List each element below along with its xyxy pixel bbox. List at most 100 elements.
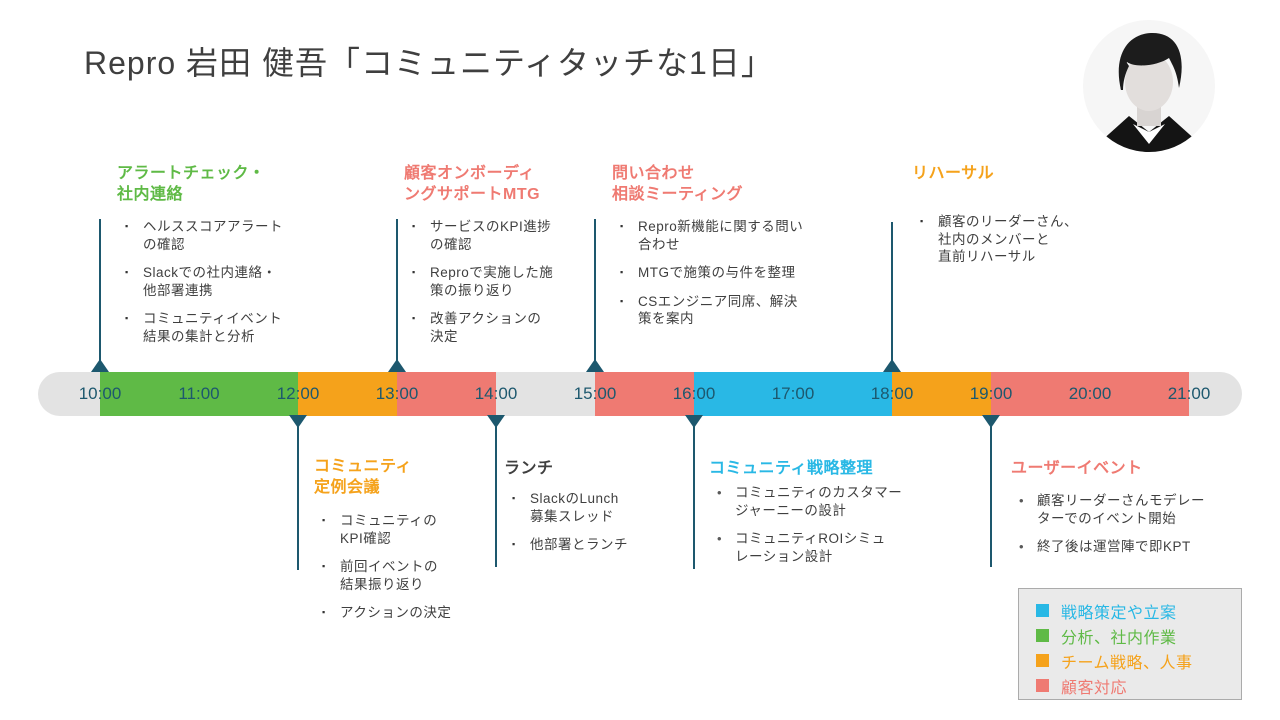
callout-bullets: ▪コミュニティの KPI確認 ▪ 前回イベントの 結果振り返り ▪ アクションの決定: [322, 512, 472, 633]
callout-bullet-text: 前回イベントの 結果振り返り: [340, 559, 438, 592]
callout-bullet-text: Repro新機能に関する問い 合わせ: [638, 219, 804, 252]
event-callout: 問い合わせ 相談ミーティング: [612, 163, 743, 205]
callout-bullet: ▪コミュニティの KPI確認: [322, 512, 472, 547]
square-bullet-icon: ▪: [125, 221, 129, 231]
legend-swatch: [1036, 629, 1049, 642]
connector-line: [693, 426, 695, 569]
connector-arrow-icon: [883, 359, 901, 372]
callout-bullet-text: 改善アクションの 決定: [430, 311, 542, 344]
connector-line: [990, 426, 992, 567]
connector-line: [594, 219, 596, 362]
event-callout: リハーサル: [912, 163, 994, 184]
hour-label: 18:00: [870, 384, 914, 403]
callout-bullet: ▪ 前回イベントの 結果振り返り: [322, 558, 472, 593]
square-bullet-icon: ▪: [412, 267, 416, 277]
legend-item: 戦略策定や立案: [1036, 598, 1241, 623]
round-bullet-icon: •: [1019, 493, 1025, 508]
hour-label: 14:00: [474, 384, 518, 403]
callout-bullets: •コミュニティのカスタマー ジャーニーの設計 • コミュニティROIシミュ レーショ…: [717, 484, 927, 576]
timeline-segment: [991, 372, 1189, 416]
legend-label: 分析、社内作業: [1061, 629, 1177, 647]
round-bullet-icon: •: [717, 531, 723, 546]
callout-bullet-text: ヘルススコアアラート の確認: [143, 219, 283, 252]
square-bullet-icon: ▪: [322, 561, 326, 571]
connector-arrow-icon: [586, 359, 604, 372]
callout-bullets: ▪ SlackのLunch 募集スレッド ▪ 他部署とランチ: [512, 490, 662, 565]
callout-bullet: ▪顧客のリーダーさん、 社内のメンバーと 直前リハーサル: [920, 213, 1085, 266]
connector-line: [495, 426, 497, 567]
legend: 戦略策定や立案分析、社内作業チーム戦略、人事顧客対応: [1018, 588, 1242, 700]
connector-arrow-icon: [289, 415, 307, 428]
callout-title: リハーサル: [912, 165, 995, 182]
callout-bullets: ▪ ヘルススコアアラート の確認 ▪Slackでの社内連絡・ 他部署連携 ▪ コミュニテ…: [125, 218, 283, 356]
event-callout: ユーザーイベント: [1011, 458, 1143, 479]
callout-bullet: ▪ ヘルススコアアラート の確認: [125, 218, 283, 253]
hour-label: 20:00: [1068, 384, 1112, 403]
hour-label: 10:00: [78, 384, 122, 403]
event-callout: コミュニティ 定例会議: [314, 456, 412, 498]
callout-bullets: ▪顧客のリーダーさん、 社内のメンバーと 直前リハーサル: [920, 213, 1085, 277]
avatar: [1083, 20, 1215, 152]
event-callout: コミュニティ戦略整理: [709, 458, 873, 479]
callout-bullet: ▪ Repro新機能に関する問い 合わせ: [620, 218, 825, 253]
connector-arrow-icon: [487, 415, 505, 428]
callout-bullet: ▪CSエンジニア同席、解決 策を案内: [620, 293, 825, 328]
callout-title: 問い合わせ 相談ミーティング: [612, 165, 744, 203]
connector-arrow-icon: [685, 415, 703, 428]
square-bullet-icon: ▪: [125, 313, 129, 323]
callout-bullet: •コミュニティのカスタマー ジャーニーの設計: [717, 484, 927, 519]
square-bullet-icon: ▪: [620, 267, 624, 277]
callout-bullet: ▪Slackでの社内連絡・ 他部署連携: [125, 264, 283, 299]
square-bullet-icon: ▪: [512, 493, 516, 503]
timeline-bar: [38, 372, 1242, 416]
legend-item: チーム戦略、人事: [1036, 648, 1241, 673]
connector-arrow-icon: [91, 359, 109, 372]
callout-bullet: •顧客リーダーさんモデレー ターでのイベント開始: [1019, 492, 1244, 527]
legend-label: 戦略策定や立案: [1061, 604, 1177, 622]
callout-bullet: ▪ アクションの決定: [322, 604, 472, 622]
hour-label: 15:00: [573, 384, 617, 403]
legend-label: チーム戦略、人事: [1061, 654, 1193, 672]
connector-line: [396, 219, 398, 362]
callout-bullet-text: アクションの決定: [340, 605, 452, 620]
callout-bullet: ▪ 改善アクションの 決定: [412, 310, 562, 345]
timeline-segment: [496, 372, 595, 416]
callout-bullet-text: SlackのLunch 募集スレッド: [530, 491, 619, 524]
callout-bullet-text: コミュニティROIシミュ レーション設計: [735, 531, 886, 564]
connector-line: [891, 222, 893, 362]
connector-arrow-icon: [388, 359, 406, 372]
callout-bullet-text: 他部署とランチ: [530, 537, 628, 552]
legend-swatch: [1036, 604, 1049, 617]
callout-title: ランチ: [504, 460, 554, 477]
timeline-segment: [397, 372, 496, 416]
square-bullet-icon: ▪: [920, 216, 924, 226]
callout-bullet-text: 終了後は運営陣で即KPT: [1037, 539, 1191, 554]
callout-title: アラートチェック・ 社内連絡: [117, 165, 266, 203]
square-bullet-icon: ▪: [412, 313, 416, 323]
callout-title: 顧客オンボーディ ングサポートMTG: [404, 165, 541, 203]
square-bullet-icon: ▪: [512, 539, 516, 549]
callout-bullet: ▪ 他部署とランチ: [512, 536, 662, 554]
timeline-segment: [595, 372, 694, 416]
page-title: Repro 岩田 健吾「コミュニティタッチな1日」: [84, 45, 774, 81]
square-bullet-icon: ▪: [322, 607, 326, 617]
callout-bullets: ▪ Repro新機能に関する問い 合わせ ▪ MTGで施策の与件を整理 ▪CSエンジニア…: [620, 218, 825, 339]
hour-label: 13:00: [375, 384, 419, 403]
callout-bullets: •顧客リーダーさんモデレー ターでのイベント開始•終了後は運営陣で即KPT: [1019, 492, 1244, 567]
callout-bullet: ▪ MTGで施策の与件を整理: [620, 264, 825, 282]
callout-bullet-text: MTGで施策の与件を整理: [638, 265, 796, 280]
connector-arrow-icon: [982, 415, 1000, 428]
hour-label: 17:00: [771, 384, 815, 403]
round-bullet-icon: •: [1019, 539, 1025, 554]
callout-bullet: • コミュニティROIシミュ レーション設計: [717, 530, 927, 565]
callout-bullet-text: コミュニティイベント 結果の集計と分析: [143, 311, 283, 344]
timeline-segment: [892, 372, 991, 416]
callout-title: ユーザーイベント: [1011, 460, 1143, 477]
legend-item: 分析、社内作業: [1036, 623, 1241, 648]
square-bullet-icon: ▪: [620, 221, 624, 231]
callout-bullets: ▪サービスのKPI進捗 の確認▪Reproで実施した施 策の振り返り▪改善アクシ…: [412, 218, 562, 356]
callout-bullet: ▪Reproで実施した施 策の振り返り: [412, 264, 562, 299]
legend-swatch: [1036, 679, 1049, 692]
connector-line: [297, 426, 299, 570]
